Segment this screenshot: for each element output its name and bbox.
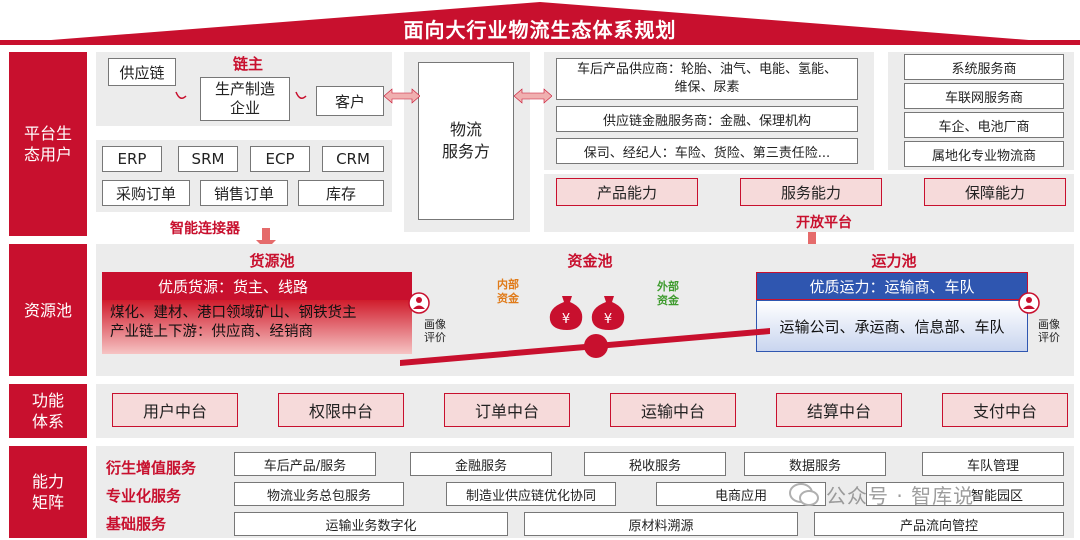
page-title: 面向大行业物流生态体系规划 — [403, 18, 677, 42]
portrait-icon — [1018, 292, 1040, 314]
double-arrow-right — [514, 88, 552, 104]
capability-row-label: 专业化服务 — [106, 487, 182, 505]
open-platform-label: 开放平台 — [796, 215, 852, 231]
capability-item: 数据服务 — [744, 452, 886, 476]
guarantee-ability: 保障能力 — [924, 178, 1066, 206]
function-permission: 权限中台 — [278, 393, 404, 427]
chain-owner-label: 链主 — [232, 55, 263, 73]
logistics-provider-box: 物流 服务方 — [418, 62, 514, 220]
provider-iov: 车联网服务商 — [904, 83, 1064, 109]
capacity-portrait-label: 画像 评价 — [1038, 318, 1060, 344]
crm-box: CRM — [322, 146, 384, 172]
ecp-box: ECP — [250, 146, 310, 172]
supply-chain-box: 供应链 — [108, 58, 176, 86]
external-fund-label: 外部 资金 — [657, 280, 679, 307]
svg-text:¥: ¥ — [604, 312, 612, 327]
svg-text:¥: ¥ — [562, 312, 570, 327]
manufacturer-box: 生产制造 企业 — [200, 77, 290, 121]
side-label-platform: 平台生 态用户 — [9, 52, 87, 236]
erp-box: ERP — [102, 146, 162, 172]
watermark-text: 公众号 · 智库说 — [826, 484, 975, 508]
capability-item: 制造业供应链优化协同 — [446, 482, 616, 506]
purchase-order-box: 采购订单 — [102, 180, 190, 206]
capability-item: 运输业务数字化 — [234, 512, 508, 536]
goods-pool-body: 煤化、建材、港口领域矿山、钢铁货主 产业链上下游：供应商、经销商 — [102, 300, 412, 354]
capability-item: 车后产品/服务 — [234, 452, 376, 476]
function-transport: 运输中台 — [610, 393, 736, 427]
balance-lever — [400, 328, 770, 366]
capacity-pool-title: 运力池 — [871, 252, 917, 270]
supplier-insurance: 保司、经纪人：车险、货险、第三责任险... — [556, 138, 858, 164]
capability-item: 物流业务总包服务 — [234, 482, 404, 506]
goods-portrait-label: 画像 评价 — [424, 318, 446, 344]
wechat-icon — [789, 483, 819, 506]
title-banner — [0, 2, 1080, 45]
capability-item: 车队管理 — [922, 452, 1064, 476]
capability-item: 金融服务 — [410, 452, 552, 476]
side-label-capability: 能力 矩阵 — [9, 446, 87, 538]
capacity-pool-header: 优质运力：运输商、车队 — [756, 272, 1028, 300]
chain-arrows — [175, 91, 307, 99]
supplier-finance: 供应链金融服务商：金融、保理机构 — [556, 106, 858, 132]
provider-local: 属地化专业物流商 — [904, 141, 1064, 167]
function-panel — [96, 384, 1074, 438]
double-arrow-left — [384, 88, 420, 104]
function-settlement: 结算中台 — [776, 393, 902, 427]
capability-item: 产品流向管控 — [814, 512, 1064, 536]
connector-label: 智能连接器 — [170, 221, 240, 237]
customer-box: 客户 — [316, 86, 384, 116]
capability-row-label: 基础服务 — [106, 515, 167, 533]
function-order: 订单中台 — [444, 393, 570, 427]
service-ability: 服务能力 — [740, 178, 882, 206]
capacity-pool-body: 运输公司、承运商、信息部、车队 — [756, 300, 1028, 352]
sales-order-box: 销售订单 — [200, 180, 288, 206]
inventory-box: 库存 — [298, 180, 384, 206]
portrait-icon — [408, 292, 430, 314]
money-bag-icon: ¥ ¥ — [549, 296, 625, 330]
internal-fund-label: 内部 资金 — [497, 278, 519, 305]
side-label-resource: 资源池 — [9, 244, 87, 376]
provider-system: 系统服务商 — [904, 54, 1064, 80]
function-payment: 支付中台 — [942, 393, 1068, 427]
capability-item: 原材料溯源 — [524, 512, 798, 536]
supplier-aftermarket: 车后产品供应商：轮胎、油气、电能、氢能、 维保、尿素 — [556, 58, 858, 100]
capability-item: 智能园区 — [866, 482, 1064, 506]
srm-box: SRM — [178, 146, 238, 172]
side-label-function: 功能 体系 — [9, 384, 87, 438]
capability-row-label: 衍生增值服务 — [106, 459, 197, 477]
product-ability: 产品能力 — [556, 178, 698, 206]
provider-automaker: 车企、电池厂商 — [904, 112, 1064, 138]
function-user: 用户中台 — [112, 393, 238, 427]
goods-pool-header: 优质货源：货主、线路 — [102, 272, 412, 300]
capability-item: 税收服务 — [584, 452, 726, 476]
fund-pool-title: 资金池 — [567, 252, 613, 270]
goods-pool-title: 货源池 — [249, 252, 295, 270]
